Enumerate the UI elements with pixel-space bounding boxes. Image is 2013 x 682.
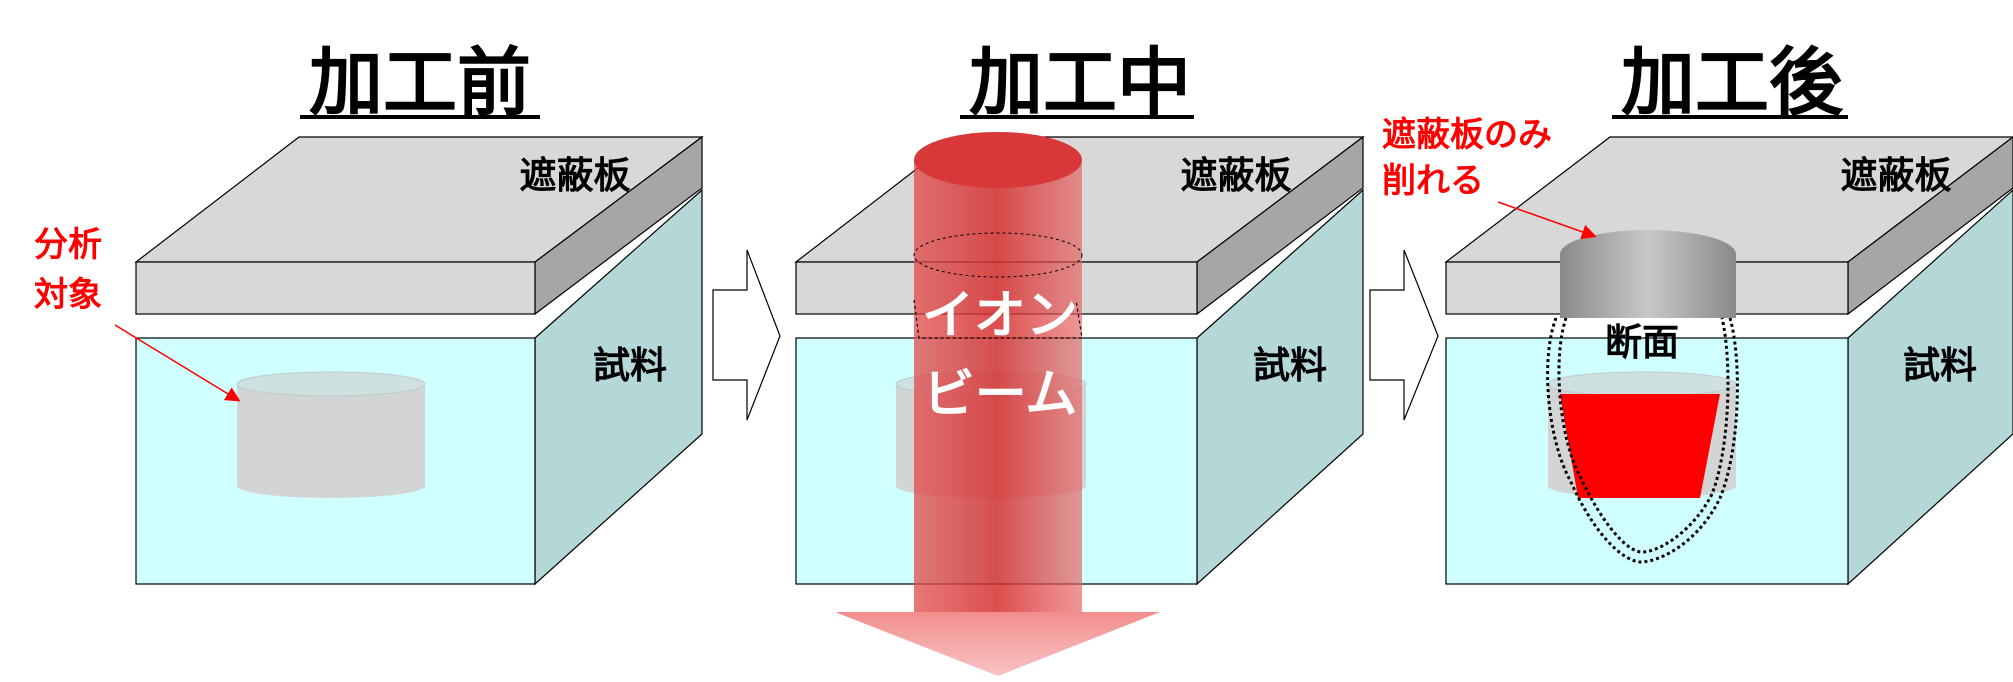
shield-front-face [135,261,536,315]
step-arrow-1 [712,249,781,421]
panel-title: 加工前 [309,40,531,126]
target-label-line1: 分析 [34,225,102,265]
beam-column [914,160,1082,612]
target-body [237,384,425,486]
crater-outline-outer [1546,317,1739,564]
analysis-target [236,371,426,498]
ion-beam [835,132,1160,676]
target-top [236,371,426,397]
panel-title: 加工後 [1621,40,1844,126]
cross-section-fill [1560,394,1720,498]
target-label-line2: 対象 [34,275,102,315]
note-pointer [1497,201,1597,240]
note-label-line2: 削れる [1382,161,1484,201]
beam-top [914,132,1082,188]
target-pointer [114,324,241,402]
hole-top [1560,230,1736,278]
beam-cut-edge [913,299,1083,339]
target-top [1547,371,1737,397]
panel-before: 加工前 遮蔽板 試料 分析 対象 [34,40,704,586]
panel-during: 加工中 遮蔽板 試料 イオン ビーム [794,40,1365,676]
beam-label-line2: ビーム [923,365,1077,425]
sample-label: 試料 [593,344,667,387]
target-bottom [237,474,425,498]
beam-label-line1: イオン [922,286,1078,346]
shield-label: 遮蔽板 [1841,154,1952,197]
shield-plate [134,135,704,316]
panel-after: 加工後 遮蔽板 試料 断面 遮蔽板のみ 削れる [1382,40,2013,586]
shield-label: 遮蔽板 [1181,154,1292,197]
shield-label: 遮蔽板 [520,154,631,197]
sample-label: 試料 [1903,344,1977,387]
milled-hole [1560,230,1736,318]
sample-label: 試料 [1253,344,1327,387]
note-label-line1: 遮蔽板のみ [1382,115,1552,155]
panel-title: 加工中 [969,40,1191,126]
beam-cut-outline [913,232,1083,278]
section-label: 断面 [1605,321,1679,364]
beam-arrowhead [835,612,1160,676]
step-arrow-2 [1369,249,1439,421]
